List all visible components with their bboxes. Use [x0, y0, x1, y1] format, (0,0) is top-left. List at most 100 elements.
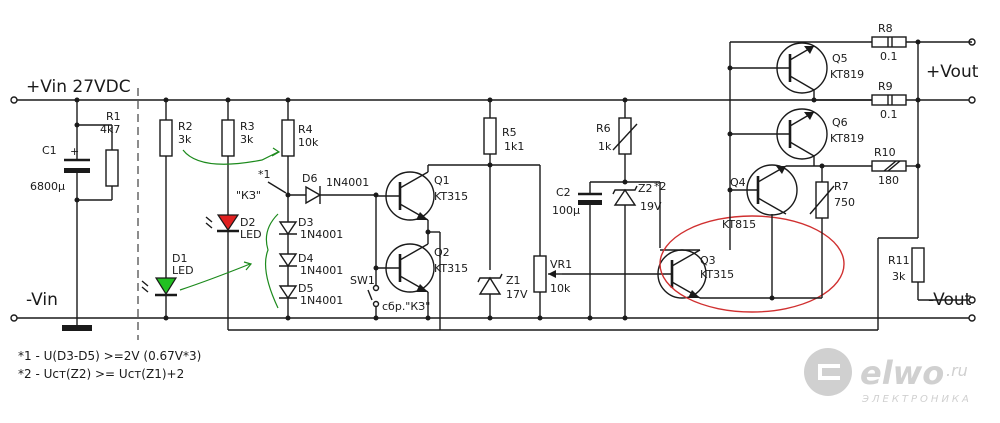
r8-value: 0.1 — [880, 50, 898, 63]
z2-value: 19V — [640, 200, 662, 213]
q1-transistor — [376, 164, 490, 232]
r6-c2-z2-branch — [578, 100, 661, 318]
q5-value: KT819 — [830, 68, 864, 81]
sw1-switch[interactable] — [367, 268, 380, 318]
vout-pos-label: +Vout — [926, 62, 979, 82]
z1-value: 17V — [506, 288, 528, 301]
q4-transistor — [730, 164, 798, 298]
c2-value: 100µ — [552, 204, 580, 217]
d2-light-rays — [205, 216, 213, 229]
q6-transistor — [730, 108, 828, 160]
r4-diode-chain — [278, 100, 376, 318]
d1-light-rays — [141, 280, 149, 293]
ground-symbol — [62, 325, 92, 331]
r11-ref: R11 — [888, 254, 910, 267]
vin-pos-terminal — [10, 96, 18, 104]
vout-pos-terminal-2 — [968, 96, 976, 104]
r9-value: 0.1 — [880, 108, 898, 121]
logo-suffix: .ru — [946, 361, 968, 380]
r5-ref: R5 — [502, 126, 517, 139]
r11-resistor — [911, 247, 925, 283]
q6-ref: Q6 — [832, 116, 848, 129]
q3-ref: Q3 — [700, 254, 716, 267]
highlight-ellipse — [659, 215, 845, 313]
d1-ref: D1 — [172, 252, 187, 265]
r1-value: 4k7 — [100, 123, 120, 136]
q2-ref: Q2 — [434, 246, 450, 259]
c1-ref: C1 — [42, 144, 57, 157]
d5-ref: D5 — [298, 282, 313, 295]
d5-value: 1N4001 — [300, 294, 343, 307]
d2-led-red — [216, 214, 240, 232]
logo-tagline: ЭЛЕКТРОНИКА — [861, 394, 972, 405]
svg-text:+: + — [70, 145, 79, 158]
vr1-ref: VR1 — [550, 258, 572, 271]
z2-ref: Z2 — [638, 182, 653, 195]
note1-pointer — [267, 181, 287, 194]
d1-value: LED — [172, 264, 194, 277]
d4-ref: D4 — [298, 252, 313, 265]
note-line-1: *1 - U(D3-D5) >=2V (0.67V*3) — [18, 349, 201, 363]
note2-marker: *2 — [654, 180, 667, 193]
r4-ref: R4 — [298, 123, 313, 136]
d1-led-green — [154, 277, 178, 296]
note1-marker: *1 — [258, 168, 271, 181]
r4-value: 10k — [298, 136, 319, 149]
r2-ref: R2 — [178, 120, 193, 133]
r2-value: 3k — [178, 133, 192, 146]
d2-value: LED — [240, 228, 262, 241]
d6-value: 1N4001 — [326, 176, 369, 189]
q1-ref: Q1 — [434, 174, 450, 187]
sw1-value: сбр."КЗ" — [382, 300, 430, 313]
vout-neg-terminal-2 — [968, 296, 976, 304]
r9-ref: R9 — [878, 80, 893, 93]
elwo-logo: elwo .ru ЭЛЕКТРОНИКА — [804, 348, 972, 405]
vr1-value: 10k — [550, 282, 571, 295]
q2-value: KT315 — [434, 262, 468, 275]
r1-resistor — [77, 124, 119, 201]
q5-ref: Q5 — [832, 52, 848, 65]
d2-ref: D2 — [240, 216, 255, 229]
d3-value: 1N4001 — [300, 228, 343, 241]
c1-capacitor: + — [64, 100, 90, 318]
r1-ref: R1 — [106, 110, 121, 123]
vout-neg-label: -Vout — [928, 290, 972, 310]
z1-ref: Z1 — [506, 274, 521, 287]
r10-value: 180 — [878, 174, 899, 187]
q4-ref: Q4 — [730, 176, 746, 189]
r3-d2-branch — [216, 100, 240, 330]
vin-neg-terminal — [10, 314, 18, 322]
d3-ref: D3 — [298, 216, 313, 229]
r5-z1-branch — [477, 100, 562, 318]
vout-neg-terminal — [968, 314, 976, 322]
logo-e-icon — [804, 348, 852, 396]
c1-value: 6800µ — [30, 180, 65, 193]
logo-text: elwo — [860, 354, 944, 392]
q1-value: KT315 — [434, 190, 468, 203]
r6-value: 1k — [598, 140, 612, 153]
r8-ref: R8 — [878, 22, 893, 35]
kz-label: "КЗ" — [236, 189, 261, 202]
vin-pos-label: +Vin 27VDC — [26, 77, 131, 97]
c2-ref: C2 — [556, 186, 571, 199]
q5-transistor — [730, 42, 828, 94]
r5-value: 1k1 — [504, 140, 524, 153]
r7-resistor — [772, 166, 835, 299]
q3-value: KT315 — [700, 268, 734, 281]
q3-transistor — [562, 249, 772, 299]
d4-value: 1N4001 — [300, 264, 343, 277]
r7-value: 750 — [834, 196, 855, 209]
r10-resistor — [871, 160, 918, 172]
d6-ref: D6 — [302, 172, 317, 185]
r7-ref: R7 — [834, 180, 849, 193]
q4-value: KT815 — [722, 218, 756, 231]
q6-value: KT819 — [830, 132, 864, 145]
r9-resistor — [871, 94, 907, 106]
r6-ref: R6 — [596, 122, 611, 135]
r2-d1-branch — [154, 100, 178, 318]
note-line-2: *2 - Uст(Z2) >= Uст(Z1)+2 — [18, 367, 184, 381]
r11-value: 3k — [892, 270, 906, 283]
green-annotations — [179, 147, 281, 309]
